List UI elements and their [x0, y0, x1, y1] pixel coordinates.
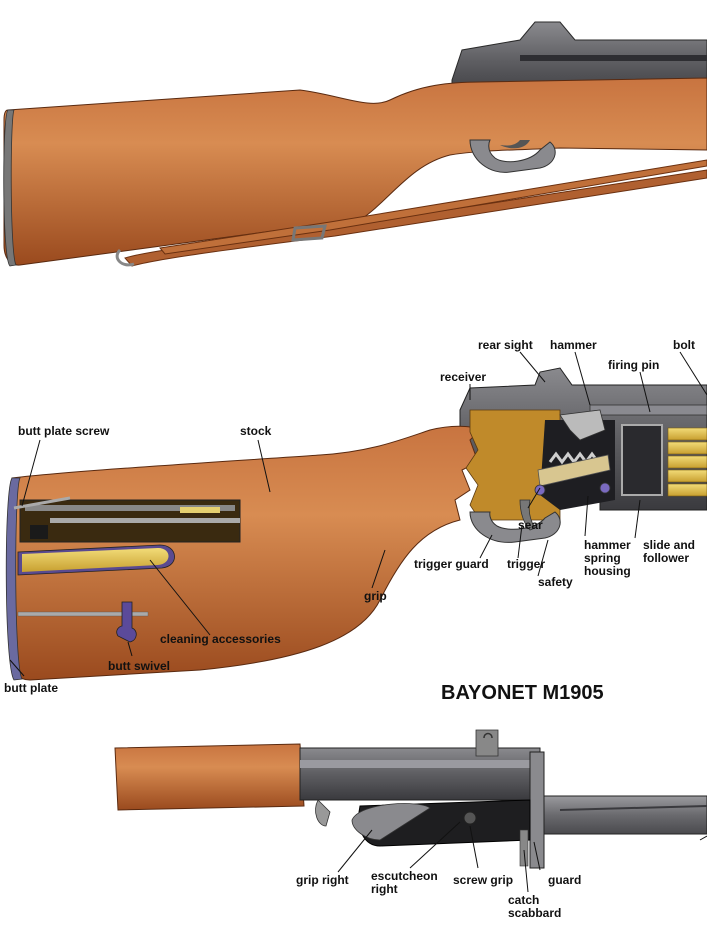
label-receiver: receiver	[440, 370, 487, 384]
label-bolt: bolt	[673, 338, 695, 352]
sling-buckle	[291, 224, 327, 242]
bayonet-guard	[529, 751, 545, 869]
label-butt-plate-screw: butt plate screw	[18, 424, 110, 438]
bayonet-leader-lines	[337, 821, 707, 893]
label-escutcheon-right-2: right	[371, 882, 398, 896]
label-slide-and-follower-2: follower	[643, 551, 690, 565]
label-hammer-spring-housing-3: housing	[584, 564, 631, 578]
butt-swivel-part	[116, 601, 137, 643]
label-hammer-spring-housing-2: spring	[584, 551, 621, 565]
label-butt-swivel: butt swivel	[108, 659, 171, 673]
label-trigger-guard: trigger guard	[414, 557, 489, 571]
label-firing-pin: firing pin	[608, 358, 660, 372]
label-hammer-spring-housing-1: hammer	[584, 538, 631, 552]
label-sear: sear	[518, 518, 543, 532]
trigger-guard	[469, 511, 561, 543]
stock-exterior	[3, 77, 707, 266]
trigger-guard-exterior	[469, 139, 556, 173]
label-cleaning-accessories: cleaning accessories	[160, 632, 281, 646]
label-slide-and-follower-1: slide and	[643, 538, 696, 552]
butt-plate-part	[5, 477, 23, 681]
label-butt-plate: butt plate	[4, 681, 58, 695]
label-catch-scabbard-2: scabbard	[508, 906, 562, 920]
label-escutcheon-right-1: escutcheon	[371, 869, 438, 883]
label-hammer: hammer	[550, 338, 597, 352]
label-stock: stock	[240, 424, 272, 438]
bayonet-blade	[539, 795, 707, 835]
label-catch-scabbard-1: catch	[508, 893, 540, 907]
bayonet	[114, 729, 707, 869]
barrel	[299, 747, 541, 801]
section-title: BAYONET M1905	[441, 682, 604, 704]
label-rear-sight: rear sight	[478, 338, 533, 352]
label-guard: guard	[548, 873, 582, 887]
bayonet-wood-grip	[114, 743, 305, 811]
escutcheon	[463, 811, 477, 825]
label-grip: grip	[364, 589, 387, 603]
label-grip-right: grip right	[296, 873, 349, 887]
label-trigger: trigger	[507, 557, 546, 571]
leader-lines	[9, 351, 707, 677]
hammer-part	[559, 409, 606, 441]
rifle-cutaway	[5, 367, 707, 681]
label-safety: safety	[538, 575, 573, 589]
cartridges	[667, 427, 707, 497]
label-screw-grip: screw grip	[453, 873, 514, 887]
rifle-exterior	[3, 21, 707, 267]
